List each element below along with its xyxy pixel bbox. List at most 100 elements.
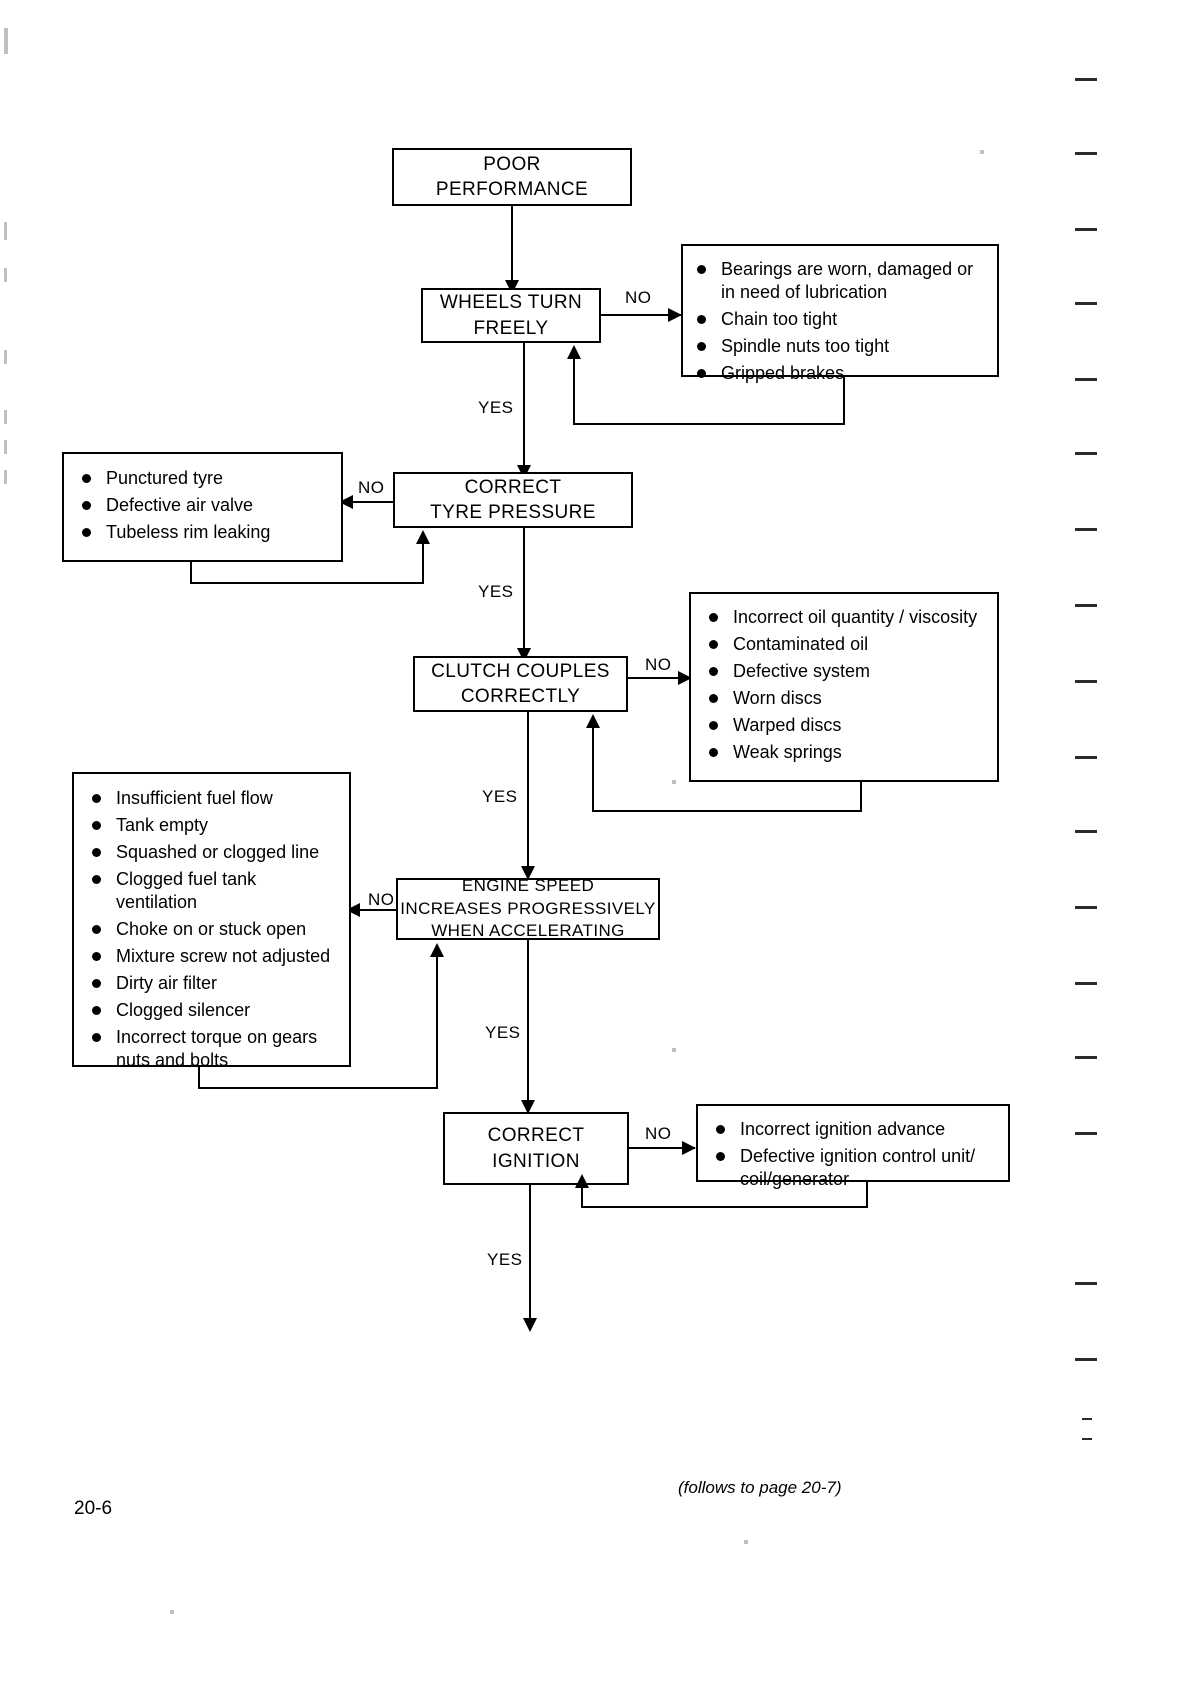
edge-label-no-clutch: NO bbox=[645, 655, 672, 674]
scan-artifact bbox=[672, 780, 676, 784]
scan-artifact bbox=[672, 1048, 676, 1052]
causes-engine-speed: Insufficient fuel flow Tank empty Squash… bbox=[72, 772, 351, 1070]
list-item-text: Clogged fuel tank ventilation bbox=[116, 869, 257, 913]
bullet-icon bbox=[82, 528, 91, 538]
node-label: CORRECT IGNITION bbox=[487, 1125, 585, 1172]
causes-list: Punctured tyre Defective air valve Tubel… bbox=[80, 467, 331, 544]
arrowhead-down bbox=[521, 866, 535, 880]
scan-artifact bbox=[4, 410, 7, 424]
list-item: Dirty air filter bbox=[90, 972, 339, 995]
scan-edge-tick bbox=[1082, 1418, 1092, 1420]
node-correct-tyre-pressure[interactable]: CORRECT TYRE PRESSURE bbox=[393, 472, 633, 528]
list-item: Tank empty bbox=[90, 814, 339, 837]
connector-engine-return-h bbox=[198, 1087, 438, 1089]
list-item: Weak springs bbox=[707, 741, 987, 764]
causes-wheels-turn-freely: Bearings are worn, damaged or in need of… bbox=[681, 244, 999, 383]
arrowhead-down bbox=[521, 1100, 535, 1114]
scan-edge-tick bbox=[1075, 830, 1097, 833]
scan-edge-tick bbox=[1075, 452, 1097, 455]
bullet-icon bbox=[92, 794, 101, 803]
scan-artifact bbox=[4, 222, 7, 240]
connector-ignition-return-v-right bbox=[866, 1182, 868, 1208]
node-engine-speed[interactable]: ENGINE SPEED INCREASES PROGRESSIVELY WHE… bbox=[396, 876, 660, 940]
causes-list: Incorrect ignition advance Defective ign… bbox=[714, 1118, 998, 1191]
node-correct-ignition[interactable]: CORRECT IGNITION bbox=[443, 1112, 629, 1185]
list-item-text: Choke on or stuck open bbox=[116, 919, 307, 940]
connector-ignition-yes bbox=[529, 1185, 531, 1325]
scan-artifact bbox=[4, 440, 7, 454]
connector-clutch-return-h bbox=[592, 810, 862, 812]
scan-artifact bbox=[4, 268, 7, 282]
list-item: Defective ignition control unit/ coil/ge… bbox=[714, 1145, 998, 1191]
list-item-text: Tank empty bbox=[116, 815, 209, 836]
list-item: Defective air valve bbox=[80, 494, 331, 517]
edge-label-no-engine: NO bbox=[368, 890, 395, 909]
edge-label-yes-wheels: YES bbox=[478, 398, 514, 417]
causes-correct-ignition: Incorrect ignition advance Defective ign… bbox=[696, 1104, 1010, 1189]
scan-artifact bbox=[980, 150, 984, 154]
arrowhead-up bbox=[586, 714, 600, 728]
connector-tyre-return-v-right bbox=[422, 542, 424, 584]
bullet-icon bbox=[92, 925, 101, 935]
connector-wheels-return-v-left bbox=[573, 357, 575, 425]
list-item: Chain too tight bbox=[695, 308, 987, 331]
list-item-text: Defective ignition control unit/ coil/ge… bbox=[740, 1146, 976, 1190]
bullet-icon bbox=[92, 1006, 101, 1016]
causes-list: Incorrect oil quantity / viscosity Conta… bbox=[707, 606, 987, 764]
list-item: Incorrect oil quantity / viscosity bbox=[707, 606, 987, 629]
edge-label-yes-ignition: YES bbox=[487, 1250, 523, 1269]
connector-engine-return-v-left bbox=[198, 1067, 200, 1089]
node-label: CORRECT TYRE PRESSURE bbox=[430, 476, 596, 523]
connector-tyre-return-v-left bbox=[190, 562, 192, 584]
list-item: Insufficient fuel flow bbox=[90, 787, 339, 810]
list-item: Spindle nuts too tight bbox=[695, 335, 987, 358]
arrowhead-up bbox=[416, 530, 430, 544]
bullet-icon bbox=[92, 821, 101, 831]
scan-edge-tick bbox=[1082, 1438, 1092, 1440]
connector-ignition-no bbox=[629, 1147, 695, 1149]
list-item-text: Incorrect ignition advance bbox=[740, 1119, 946, 1139]
list-item-text: Tubeless rim leaking bbox=[106, 522, 271, 543]
list-item: Tubeless rim leaking bbox=[80, 521, 331, 544]
list-item-text: Contaminated oil bbox=[733, 634, 869, 655]
page-number: 20-6 bbox=[74, 1498, 113, 1519]
bullet-icon bbox=[92, 848, 101, 858]
connector-ignition-return-h bbox=[581, 1206, 868, 1208]
node-clutch-couples-correctly[interactable]: CLUTCH COUPLES CORRECTLY bbox=[413, 656, 628, 712]
scan-edge-tick bbox=[1075, 152, 1097, 155]
bullet-icon bbox=[709, 613, 718, 622]
arrowhead-up bbox=[430, 943, 444, 957]
connector-tyre-return-h bbox=[190, 582, 424, 584]
list-item: Contaminated oil bbox=[707, 633, 987, 656]
scan-artifact bbox=[170, 1610, 174, 1614]
scan-edge-tick bbox=[1075, 1132, 1097, 1135]
list-item: Punctured tyre bbox=[80, 467, 331, 490]
list-item: Incorrect torque on gears nuts and bolts bbox=[90, 1026, 339, 1072]
bullet-icon bbox=[709, 748, 718, 758]
list-item-text: Weak springs bbox=[733, 742, 842, 763]
bullet-icon bbox=[82, 501, 91, 511]
list-item: Clogged fuel tank ventilation bbox=[90, 868, 339, 914]
follows-to-page-note: (follows to page 20-7) bbox=[678, 1478, 842, 1497]
causes-clutch-couples: Incorrect oil quantity / viscosity Conta… bbox=[689, 592, 999, 782]
connector-wheels-return-h bbox=[573, 423, 845, 425]
causes-correct-tyre-pressure: Punctured tyre Defective air valve Tubel… bbox=[62, 452, 343, 562]
list-item-text: Defective system bbox=[733, 661, 871, 682]
connector-clutch-return-v-right bbox=[860, 782, 862, 812]
scan-edge-tick bbox=[1075, 906, 1097, 909]
list-item-text: Spindle nuts too tight bbox=[721, 336, 890, 357]
scan-artifact bbox=[4, 28, 8, 54]
bullet-icon bbox=[92, 875, 101, 885]
scan-edge-tick bbox=[1075, 982, 1097, 985]
bullet-icon bbox=[716, 1152, 725, 1162]
node-poor-performance[interactable]: POOR PERFORMANCE bbox=[392, 148, 632, 206]
edge-label-no-ignition: NO bbox=[645, 1124, 672, 1143]
arrowhead-down bbox=[523, 1318, 537, 1332]
node-wheels-turn-freely[interactable]: WHEELS TURN FREELY bbox=[421, 288, 601, 343]
node-label: WHEELS TURN FREELY bbox=[439, 292, 583, 339]
connector-start-to-wheels bbox=[511, 206, 513, 286]
list-item: Warped discs bbox=[707, 714, 987, 737]
list-item-text: Chain too tight bbox=[721, 309, 838, 330]
node-label: CLUTCH COUPLES CORRECTLY bbox=[431, 660, 610, 707]
bullet-icon bbox=[716, 1125, 725, 1134]
